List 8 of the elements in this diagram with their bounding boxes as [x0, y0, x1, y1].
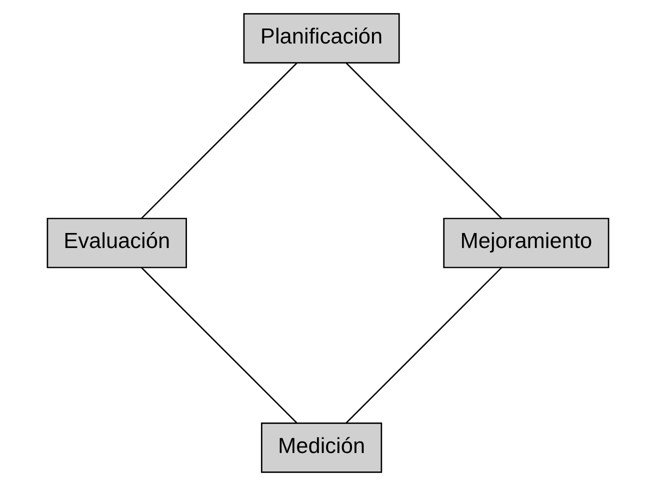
connector: [140, 267, 297, 424]
connector: [140, 62, 297, 219]
node-box: Evaluación: [46, 218, 186, 268]
connector: [345, 62, 502, 219]
node-box: Medición: [260, 422, 382, 473]
node-box: Mejoramiento: [442, 218, 609, 268]
node-box: Planificación: [242, 13, 400, 64]
connector: [345, 267, 502, 424]
